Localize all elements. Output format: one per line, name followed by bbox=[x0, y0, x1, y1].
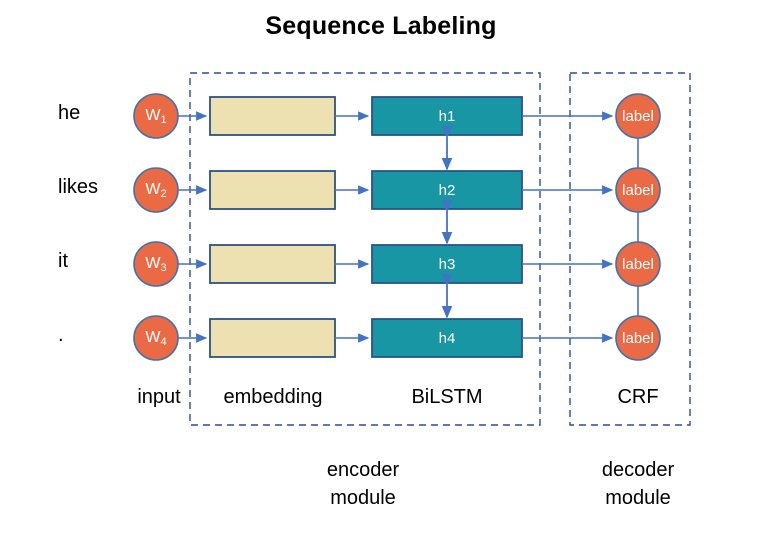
encoder-line-1: encoder bbox=[326, 459, 400, 481]
caption-embedding: embedding bbox=[223, 386, 323, 408]
input-word-1: he bbox=[58, 102, 81, 124]
hidden-state-text-2: h2 bbox=[438, 182, 456, 199]
embedding-box-4 bbox=[209, 318, 336, 358]
caption-decoder-module: decoder module bbox=[563, 456, 713, 512]
label-text-4: label bbox=[622, 330, 654, 347]
token-text-2: W2 bbox=[126, 181, 186, 200]
token-sub-3: 3 bbox=[160, 262, 167, 274]
bilstm-box-4 bbox=[371, 318, 523, 358]
input-word-4: . bbox=[58, 324, 64, 346]
token-sub-2: 2 bbox=[160, 188, 167, 200]
encoder-line-2: module bbox=[330, 487, 396, 509]
input-word-2: likes bbox=[58, 176, 99, 198]
token-main-4: W bbox=[145, 329, 161, 346]
hidden-state-text-1: h1 bbox=[438, 108, 456, 125]
caption-crf: CRF bbox=[617, 386, 659, 408]
embedding-box-2 bbox=[209, 170, 336, 210]
token-sub-4: 4 bbox=[160, 336, 167, 348]
hidden-state-text-4: h4 bbox=[438, 330, 456, 347]
word-circle-2 bbox=[133, 167, 179, 213]
label-text-1: label bbox=[622, 108, 654, 125]
word-circle-1 bbox=[133, 93, 179, 139]
page-title: Sequence Labeling bbox=[265, 12, 497, 40]
embedding-box-3 bbox=[209, 244, 336, 284]
hidden-state-text-3: h3 bbox=[438, 256, 456, 273]
decoder-line-1: decoder bbox=[601, 459, 675, 481]
input-word-3: it bbox=[58, 250, 68, 272]
embedding-box-1 bbox=[209, 96, 336, 136]
label-text-2: label bbox=[622, 182, 654, 199]
label-text-3: label bbox=[622, 256, 654, 273]
encoder-module-boundary bbox=[189, 72, 541, 426]
token-main-1: W bbox=[145, 107, 161, 124]
caption-input: input bbox=[137, 386, 181, 408]
decoder-module-boundary bbox=[569, 72, 691, 426]
token-sub-1: 1 bbox=[160, 114, 167, 126]
token-text-1: W1 bbox=[126, 107, 186, 126]
caption-bilstm: BiLSTM bbox=[411, 386, 483, 408]
token-main-2: W bbox=[145, 181, 161, 198]
caption-encoder-module: encoder module bbox=[288, 456, 438, 512]
token-text-3: W3 bbox=[126, 255, 186, 274]
word-circle-3 bbox=[133, 241, 179, 287]
word-circle-4 bbox=[133, 315, 179, 361]
decoder-line-2: module bbox=[605, 487, 671, 509]
token-text-4: W4 bbox=[126, 329, 186, 348]
token-main-3: W bbox=[145, 255, 161, 272]
